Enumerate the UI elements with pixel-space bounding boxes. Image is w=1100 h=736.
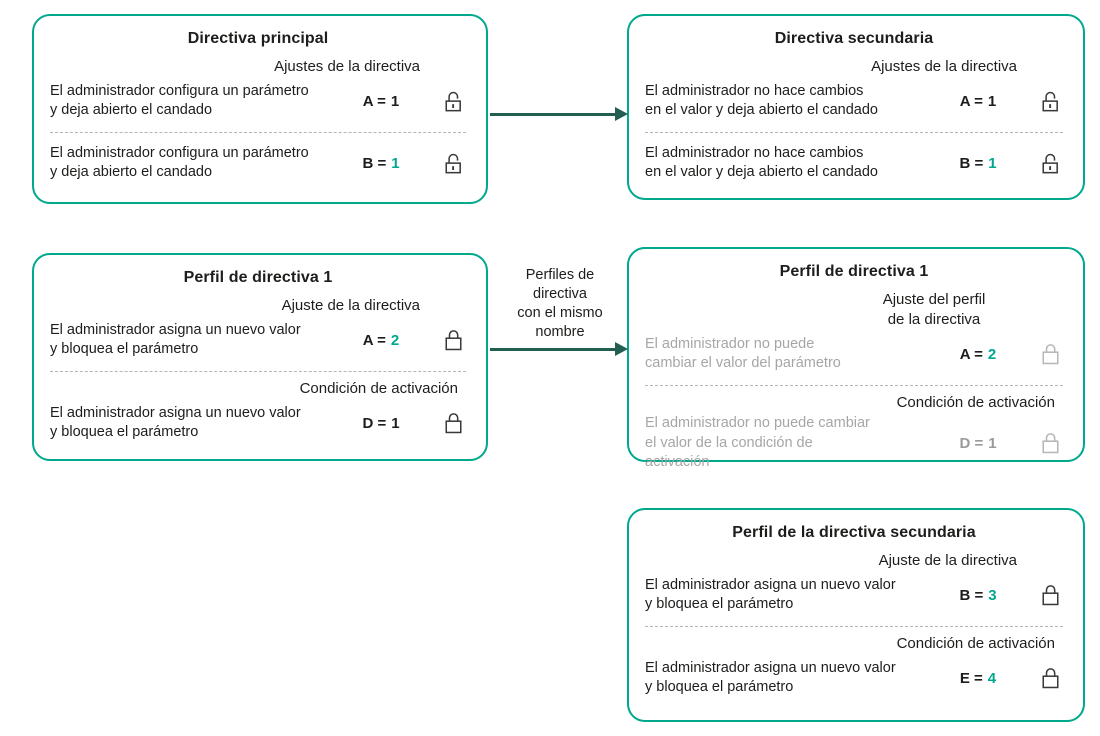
flow-arrow-middle [490,342,628,356]
box-perfil-directiva-secundaria: Perfil de la directiva secundaria Ajuste… [627,508,1085,722]
policy-row: El administrador no hace cambios en el v… [645,140,1063,186]
param-value: A = 1 [338,93,424,110]
param-label: D = [959,434,984,452]
section-header: Ajustes de la directiva [274,58,420,75]
param-label: B = [959,154,984,172]
param-number: 3 [988,586,997,604]
row-divider [50,371,466,372]
param-label: D = [362,414,387,432]
lock-icon [1021,666,1063,691]
row-description: El administrador asigna un nuevo valor y… [645,576,896,613]
lock-closed-icon [1042,432,1059,453]
box-directiva-principal: Directiva principal Ajustes de la direct… [32,14,488,204]
lock-icon [1021,342,1063,367]
param-value: A = 2 [338,332,424,349]
section-header: Ajuste de la directiva [281,297,420,314]
policy-row: El administrador asigna un nuevo valor y… [645,655,1063,701]
lock-open-icon [1042,153,1058,173]
policy-row: El administrador asigna un nuevo valor y… [645,572,1063,618]
box-title: Perfil de directiva 1 [183,269,333,286]
param-number: 1 [988,434,997,452]
box-title: Perfil de directiva 1 [779,263,929,280]
box-perfil-directiva-1: Perfil de directiva 1 Ajuste de la direc… [32,253,488,461]
lock-closed-icon [1042,667,1059,688]
row-description: El administrador no puede cambiar el val… [645,335,841,372]
lock-icon [424,151,466,176]
lock-icon [1021,431,1063,456]
policy-row: El administrador no hace cambios en el v… [645,78,1063,124]
param-value: B = 3 [935,587,1021,604]
param-value: D = 1 [338,415,424,432]
row-description: El administrador no hace cambios en el v… [645,144,878,181]
lock-icon [424,328,466,353]
param-number: 1 [391,414,400,432]
param-number: 2 [987,345,997,363]
box-perfil-directiva-1-secundaria: Perfil de directiva 1 Ajuste del perfil … [627,247,1085,470]
box-title: Directiva principal [187,30,329,47]
row-description: El administrador asigna un nuevo valor y… [645,659,896,696]
param-label: A = [362,331,386,349]
param-label: A = [362,92,386,110]
row-divider [645,626,1063,627]
row-divider [645,385,1063,386]
param-number: 1 [987,92,997,110]
param-number: 4 [987,669,997,687]
param-number: 1 [391,154,400,172]
row-description: El administrador asigna un nuevo valor y… [50,404,301,441]
lock-closed-icon [1042,584,1059,605]
lock-icon [1021,151,1063,176]
lock-closed-icon [1042,343,1059,364]
param-number: 1 [390,92,400,110]
box-title: Directiva secundaria [774,30,934,47]
lock-icon [1021,583,1063,608]
policy-row: El administrador no puede cambiar el val… [645,331,1063,377]
param-label: A = [959,92,983,110]
param-number: 1 [988,154,997,172]
param-label: B = [959,586,984,604]
row-description: El administrador no puede cambiar el val… [645,415,870,470]
section-header: Ajuste del perfil de la directiva [882,291,986,328]
lock-closed-icon [445,412,462,433]
policy-row: El administrador configura un parámetro … [50,140,466,186]
param-label: E = [959,669,983,687]
policy-row: El administrador asigna un nuevo valor y… [50,317,466,363]
box-title: Perfil de la directiva secundaria [732,524,976,541]
row-divider [50,132,466,133]
lock-open-icon [445,91,461,111]
box-directiva-secundaria: Directiva secundaria Ajustes de la direc… [627,14,1085,200]
policy-row: El administrador asigna un nuevo valor y… [50,400,466,446]
arrow-label: Perfiles de directiva con el mismo nombr… [517,267,603,340]
lock-icon [424,411,466,436]
section-header: Condición de activación [896,635,1055,652]
lock-closed-icon [445,329,462,350]
flow-arrow-top [490,107,628,121]
section-header: Ajuste de la directiva [878,552,1017,569]
param-value: B = 1 [338,155,424,172]
param-label: B = [362,154,387,172]
lock-open-icon [1042,91,1058,111]
lock-open-icon [445,153,461,173]
section-header: Condición de activación [299,380,458,397]
row-divider [645,132,1063,133]
policy-row: El administrador no puede cambiar el val… [645,414,1063,473]
row-description: El administrador configura un parámetro … [50,144,309,181]
param-value: A = 2 [935,346,1021,363]
param-value: A = 1 [935,93,1021,110]
param-value: D = 1 [935,435,1021,452]
param-value: B = 1 [935,155,1021,172]
policy-row: El administrador configura un parámetro … [50,78,466,124]
param-value: E = 4 [935,670,1021,687]
param-number: 2 [390,331,400,349]
lock-icon [424,89,466,114]
section-header: Condición de activación [896,394,1055,411]
lock-icon [1021,89,1063,114]
section-header: Ajustes de la directiva [871,58,1017,75]
row-description: El administrador no hace cambios en el v… [645,82,878,119]
param-label: A = [959,345,983,363]
row-description: El administrador asigna un nuevo valor y… [50,321,301,358]
row-description: El administrador configura un parámetro … [50,82,309,119]
